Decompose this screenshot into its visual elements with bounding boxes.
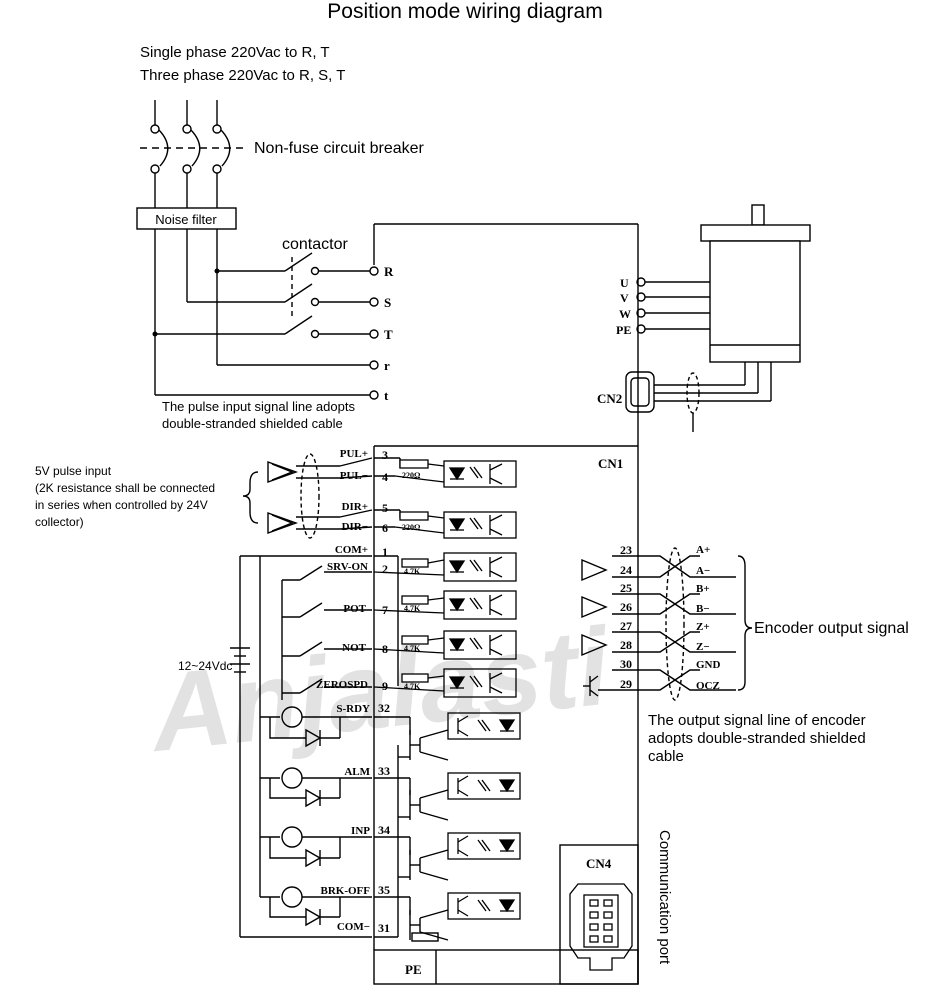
encoder-signal-b-minus: B−: [696, 603, 710, 615]
cn4-label: CN4: [586, 856, 612, 871]
pin-label-zerospd: ZEROSPD: [316, 679, 368, 691]
pin-label-srv-on: SRV-ON: [327, 561, 368, 573]
driver-body: [373, 223, 639, 985]
encoder-pin-23: 23: [620, 543, 632, 557]
output-wiring: [240, 706, 439, 942]
pin-label-s-rdy: S-RDY: [336, 703, 370, 715]
input-resistor-value-zerospd: 4.7K: [404, 682, 421, 691]
encoder-signal-gnd: GND: [696, 659, 721, 671]
pin-number-32: 32: [378, 701, 390, 715]
input-resistor-value-pot: 4.7K: [404, 604, 421, 613]
encoder-signal-a-minus: A−: [696, 565, 710, 577]
dir-resistor: [399, 511, 429, 521]
power-note-three: Three phase 220Vac to R, S, T: [140, 67, 345, 84]
pulse-cable-note-2: double-stranded shielded cable: [162, 416, 343, 431]
input-resistor-value-not: 4.7K: [404, 644, 421, 653]
input-resistor-srv-on: [401, 558, 429, 568]
pin-label-dir-minus: DIR−: [342, 521, 368, 533]
encoder-signal-ocz: OCZ: [696, 680, 720, 692]
cn2-label: CN2: [597, 391, 622, 406]
power-note-single: Single phase 220Vac to R, T: [140, 44, 330, 61]
pin-label-alm: ALM: [344, 766, 370, 778]
circuit-breaker: [140, 100, 246, 208]
encoder-pin-24: 24: [620, 563, 632, 577]
input-optocouplers: [373, 460, 517, 698]
input-resistor-pot: [401, 595, 429, 605]
pin-number-1: 1: [382, 545, 388, 559]
motor-terminal-v: V: [620, 291, 629, 305]
communication-port-label: Communication port: [656, 830, 673, 965]
input-wiring: [230, 555, 399, 937]
pin-number-3: 3: [382, 448, 388, 462]
encoder-signal-a-plus: A+: [696, 544, 710, 556]
watermark: Anjalasti: [142, 605, 616, 776]
supply-voltage-label: 12~24Vdc: [178, 659, 232, 673]
motor-terminal-w: W: [619, 307, 631, 321]
pin-number-9: 9: [382, 679, 388, 693]
breaker-label: Non-fuse circuit breaker: [254, 140, 425, 157]
dir-resistor-value: 220Ω: [402, 523, 421, 532]
pin-label-not: NOT: [342, 642, 367, 654]
pulse-input-note-1: 5V pulse input: [35, 464, 112, 478]
pul-resistor-value: 220Ω: [402, 471, 421, 480]
power-wiring: [154, 229, 379, 400]
pin-label-pot: POT: [343, 603, 366, 615]
encoder-pin-28: 28: [620, 638, 632, 652]
pulse-input-wiring: [242, 453, 401, 539]
servo-motor: [700, 204, 811, 363]
cn1-label: CN1: [598, 456, 623, 471]
pin-label-inp: INP: [351, 825, 370, 837]
encoder-output-wiring: [581, 547, 753, 701]
pin-label-pul-minus: PUL−: [340, 470, 368, 482]
encoder-pin-27: 27: [620, 619, 632, 633]
pin-label-com-plus: COM+: [335, 544, 368, 556]
encoder-pin-26: 26: [620, 600, 632, 614]
terminal-t-upper: T: [384, 327, 393, 342]
pin-label-dir-plus: DIR+: [342, 501, 368, 513]
motor-terminal-u: U: [620, 276, 629, 290]
pin-number-33: 33: [378, 764, 390, 778]
cn4-connector: [569, 883, 633, 971]
terminal-t-lower: t: [384, 388, 389, 403]
pin-label-pul-plus: PUL+: [340, 448, 368, 460]
pin-number-34: 34: [378, 823, 390, 837]
motor-terminal-pe: PE: [616, 323, 631, 337]
pin-number-4: 4: [382, 470, 388, 484]
encoder-cable-note-2: adopts double-stranded shielded: [648, 730, 866, 747]
pulse-input-note-4: collector): [35, 515, 84, 529]
pin-number-31: 31: [378, 921, 390, 935]
pin-number-6: 6: [382, 521, 388, 535]
terminal-s-upper: S: [384, 295, 391, 310]
encoder-output-label: Encoder output signal: [754, 620, 909, 637]
encoder-pin-30: 30: [620, 657, 632, 671]
pin-label-com-minus: COM−: [337, 921, 370, 933]
pul-resistor: [399, 459, 429, 469]
encoder-pin-25: 25: [620, 581, 632, 595]
encoder-signal-b-plus: B+: [696, 583, 710, 595]
pin-number-2: 2: [382, 562, 388, 576]
terminal-r-upper: R: [384, 264, 394, 279]
input-resistor-zerospd: [401, 673, 429, 683]
contactor-label: contactor: [282, 236, 348, 253]
pin-number-35: 35: [378, 883, 390, 897]
noise-filter-label: Noise filter: [155, 212, 217, 227]
encoder-signal-z-plus: Z+: [696, 621, 710, 633]
pulse-input-note-2: (2K resistance shall be connected: [35, 481, 215, 495]
pin-label-brk-off: BRK-OFF: [321, 885, 371, 897]
motor-wiring: [625, 277, 772, 432]
encoder-cable-note-3: cable: [648, 748, 684, 765]
encoder-cable-note-1: The output signal line of encoder: [648, 712, 866, 729]
input-resistor-not: [401, 635, 429, 645]
pin-number-5: 5: [382, 501, 388, 515]
output-optocouplers: [419, 712, 521, 941]
terminal-r-lower: r: [384, 358, 390, 373]
pulse-cable-note-1: The pulse input signal line adopts: [162, 399, 355, 414]
pe-label: PE: [405, 962, 422, 977]
pulse-input-note-3: in series when controlled by 24V: [35, 498, 208, 512]
encoder-pin-29: 29: [620, 677, 632, 691]
input-resistor-value-srv-on: 4.7K: [404, 567, 421, 576]
diagram-title: Position mode wiring diagram: [327, 0, 602, 23]
encoder-signal-z-minus: Z−: [696, 641, 710, 653]
